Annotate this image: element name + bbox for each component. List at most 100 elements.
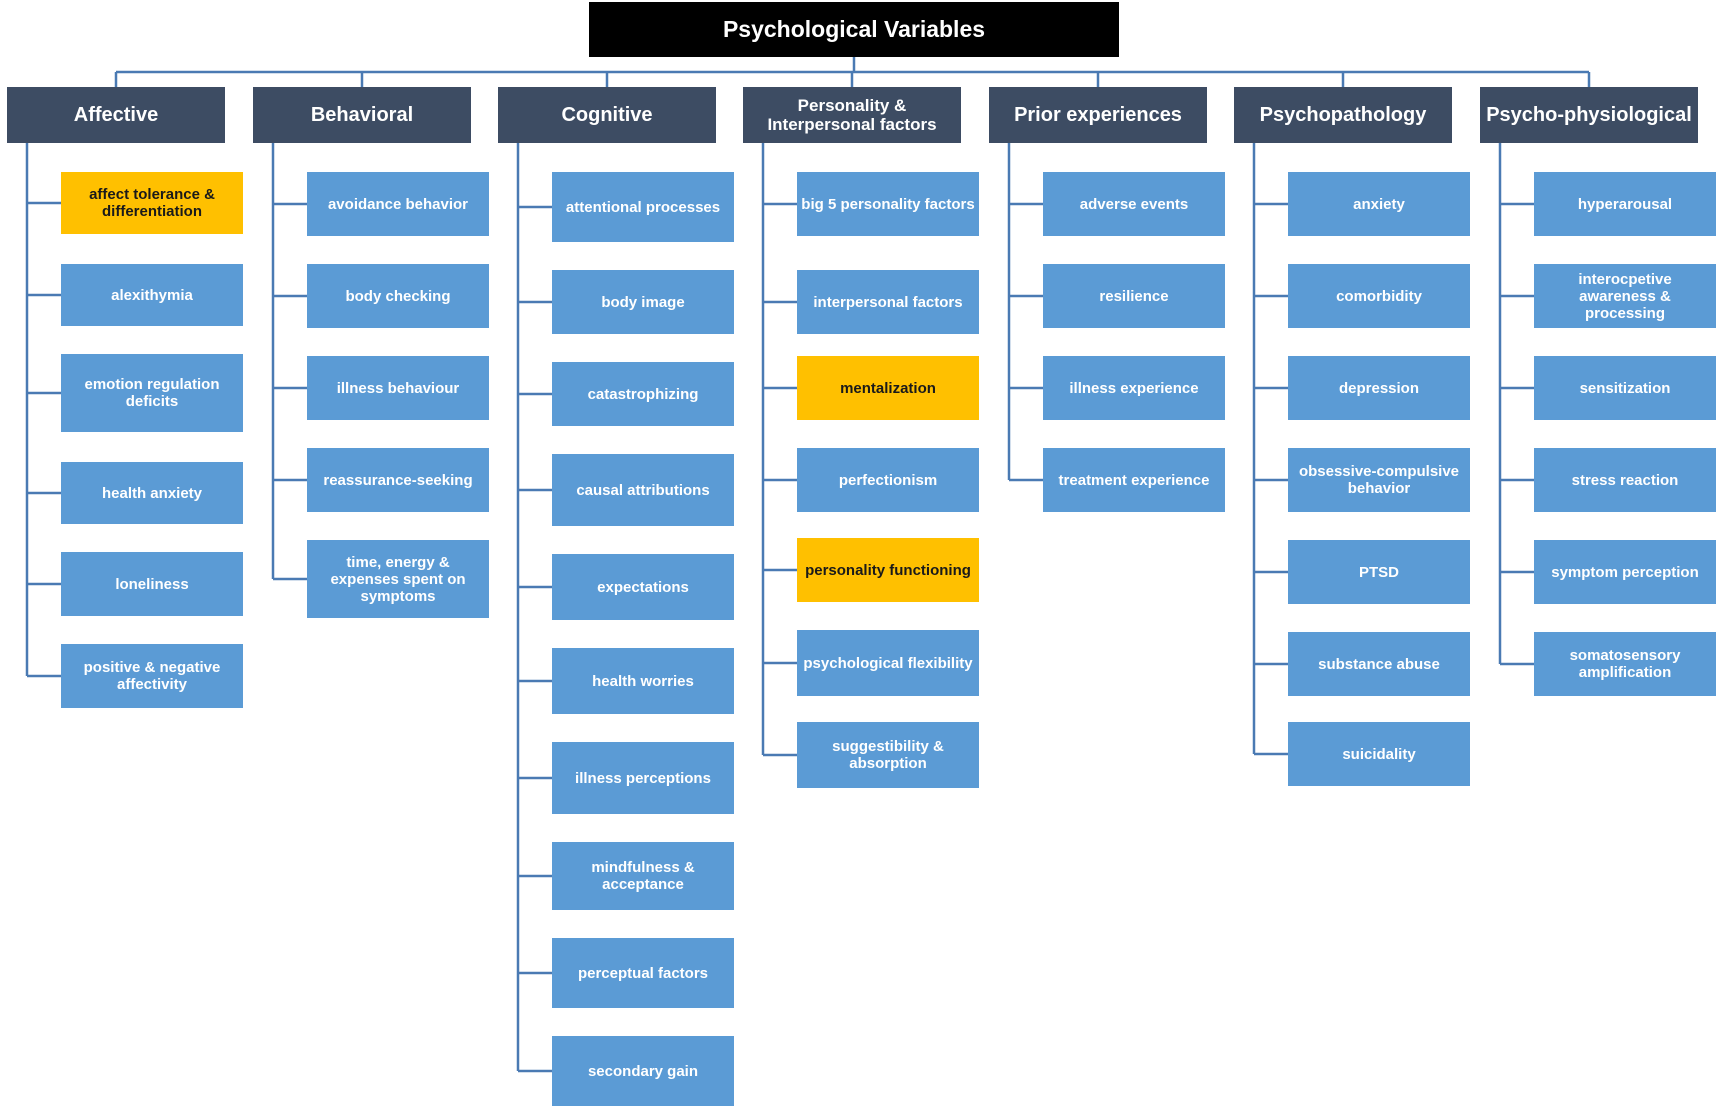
variable-positive-and-negative-affectivity: positive & negative affectivity bbox=[61, 644, 243, 708]
variable-label: resilience bbox=[1099, 287, 1169, 305]
variable-symptom-perception: symptom perception bbox=[1534, 540, 1716, 604]
variable-substance-abuse: substance abuse bbox=[1288, 632, 1470, 696]
variable-label: sensitization bbox=[1579, 379, 1671, 397]
variable-time-energy-and-expenses-spent-on-symptoms: time, energy & expenses spent on symptom… bbox=[307, 540, 489, 618]
variable-label: interpersonal factors bbox=[813, 293, 963, 311]
variable-label: positive & negative affectivity bbox=[83, 659, 221, 693]
variable-big-5-personality-factors: big 5 personality factors bbox=[797, 172, 979, 236]
category-label: Prior experiences bbox=[1014, 104, 1182, 126]
variable-sensitization: sensitization bbox=[1534, 356, 1716, 420]
variable-label: affect tolerance & differentiation bbox=[89, 186, 215, 220]
variable-interpersonal-factors: interpersonal factors bbox=[797, 270, 979, 334]
variable-resilience: resilience bbox=[1043, 264, 1225, 328]
category-label: Cognitive bbox=[561, 104, 653, 126]
variable-label: personality functioning bbox=[805, 561, 971, 579]
variable-ptsd: PTSD bbox=[1288, 540, 1470, 604]
variable-loneliness: loneliness bbox=[61, 552, 243, 616]
variable-label: obsessive-compulsive behavior bbox=[1298, 463, 1460, 497]
variable-comorbidity: comorbidity bbox=[1288, 264, 1470, 328]
variable-expectations: expectations bbox=[552, 554, 734, 620]
variable-alexithymia: alexithymia bbox=[61, 264, 243, 326]
category-personality-and-interpersonal-factors: Personality & Interpersonal factors bbox=[743, 87, 961, 143]
variable-label: suggestibility & absorption bbox=[832, 738, 944, 772]
variable-label: time, energy & expenses spent on symptom… bbox=[330, 553, 466, 605]
variable-label: substance abuse bbox=[1318, 655, 1440, 673]
category-psycho-physiological: Psycho-physiological bbox=[1480, 87, 1698, 143]
variable-health-anxiety: health anxiety bbox=[61, 462, 243, 524]
variable-label: treatment experience bbox=[1058, 471, 1210, 489]
variable-label: illness behaviour bbox=[336, 379, 460, 397]
variable-label: psychological flexibility bbox=[803, 654, 973, 672]
variable-attentional-processes: attentional processes bbox=[552, 172, 734, 242]
variable-affect-tolerance-and-differentiation: affect tolerance & differentiation bbox=[61, 172, 243, 234]
variable-label: stress reaction bbox=[1571, 471, 1679, 489]
category-label: Psychopathology bbox=[1259, 104, 1427, 126]
variable-depression: depression bbox=[1288, 356, 1470, 420]
variable-emotion-regulation-deficits: emotion regulation deficits bbox=[61, 354, 243, 432]
variable-label: mindfulness & acceptance bbox=[591, 859, 695, 893]
variable-secondary-gain: secondary gain bbox=[552, 1036, 734, 1106]
variable-label: comorbidity bbox=[1336, 287, 1422, 305]
variable-label: reassurance-seeking bbox=[323, 471, 473, 489]
variable-somatosensory-amplification: somatosensory amplification bbox=[1534, 632, 1716, 696]
variable-obsessive-compulsive-behavior: obsessive-compulsive behavior bbox=[1288, 448, 1470, 512]
variable-interocpetive-awareness-and-processing: interocpetive awareness & processing bbox=[1534, 264, 1716, 328]
variable-label: interocpetive awareness & processing bbox=[1578, 270, 1672, 322]
variable-label: adverse events bbox=[1079, 195, 1189, 213]
variable-label: causal attributions bbox=[576, 481, 710, 499]
category-label: Behavioral bbox=[310, 104, 414, 126]
variable-label: loneliness bbox=[115, 575, 189, 593]
variable-avoidance-behavior: avoidance behavior bbox=[307, 172, 489, 236]
variable-mindfulness-and-acceptance: mindfulness & acceptance bbox=[552, 842, 734, 910]
variable-label: mentalization bbox=[840, 379, 936, 397]
category-psychopathology: Psychopathology bbox=[1234, 87, 1452, 143]
variable-label: emotion regulation deficits bbox=[84, 376, 220, 410]
variable-label: health worries bbox=[592, 672, 694, 690]
variable-treatment-experience: treatment experience bbox=[1043, 448, 1225, 512]
variable-mentalization: mentalization bbox=[797, 356, 979, 420]
variable-label: body checking bbox=[345, 287, 451, 305]
variable-label: illness perceptions bbox=[575, 769, 711, 787]
category-label: Psycho-physiological bbox=[1486, 104, 1692, 126]
variable-illness-experience: illness experience bbox=[1043, 356, 1225, 420]
variable-causal-attributions: causal attributions bbox=[552, 454, 734, 526]
variable-catastrophizing: catastrophizing bbox=[552, 362, 734, 426]
variable-label: secondary gain bbox=[587, 1062, 699, 1080]
variable-personality-functioning: personality functioning bbox=[797, 538, 979, 602]
variable-perceptual-factors: perceptual factors bbox=[552, 938, 734, 1008]
variable-label: depression bbox=[1338, 379, 1420, 397]
root-node: Psychological Variables bbox=[589, 2, 1119, 57]
variable-label: attentional processes bbox=[565, 198, 721, 216]
root-label: Psychological Variables bbox=[722, 16, 986, 42]
category-prior-experiences: Prior experiences bbox=[989, 87, 1207, 143]
variable-body-image: body image bbox=[552, 270, 734, 334]
variable-label: hyperarousal bbox=[1577, 195, 1673, 213]
variable-perfectionism: perfectionism bbox=[797, 448, 979, 512]
variable-hyperarousal: hyperarousal bbox=[1534, 172, 1716, 236]
variable-label: catastrophizing bbox=[587, 385, 699, 403]
variable-label: body image bbox=[601, 293, 685, 311]
variable-label: perceptual factors bbox=[577, 964, 709, 982]
variable-stress-reaction: stress reaction bbox=[1534, 448, 1716, 512]
variable-suggestibility-and-absorption: suggestibility & absorption bbox=[797, 722, 979, 788]
category-label: Affective bbox=[73, 104, 159, 126]
variable-suicidality: suicidality bbox=[1288, 722, 1470, 786]
variable-label: anxiety bbox=[1353, 195, 1405, 213]
variable-adverse-events: adverse events bbox=[1043, 172, 1225, 236]
variable-body-checking: body checking bbox=[307, 264, 489, 328]
variable-label: symptom perception bbox=[1551, 563, 1699, 581]
variable-label: avoidance behavior bbox=[327, 195, 469, 213]
variable-label: big 5 personality factors bbox=[801, 195, 975, 213]
variable-illness-behaviour: illness behaviour bbox=[307, 356, 489, 420]
variable-label: perfectionism bbox=[838, 471, 938, 489]
variable-label: health anxiety bbox=[101, 484, 203, 502]
variable-label: alexithymia bbox=[111, 286, 193, 304]
category-cognitive: Cognitive bbox=[498, 87, 716, 143]
category-affective: Affective bbox=[7, 87, 225, 143]
variable-illness-perceptions: illness perceptions bbox=[552, 742, 734, 814]
category-label: Personality & Interpersonal factors bbox=[767, 96, 937, 134]
variable-health-worries: health worries bbox=[552, 648, 734, 714]
variable-anxiety: anxiety bbox=[1288, 172, 1470, 236]
variable-reassurance-seeking: reassurance-seeking bbox=[307, 448, 489, 512]
